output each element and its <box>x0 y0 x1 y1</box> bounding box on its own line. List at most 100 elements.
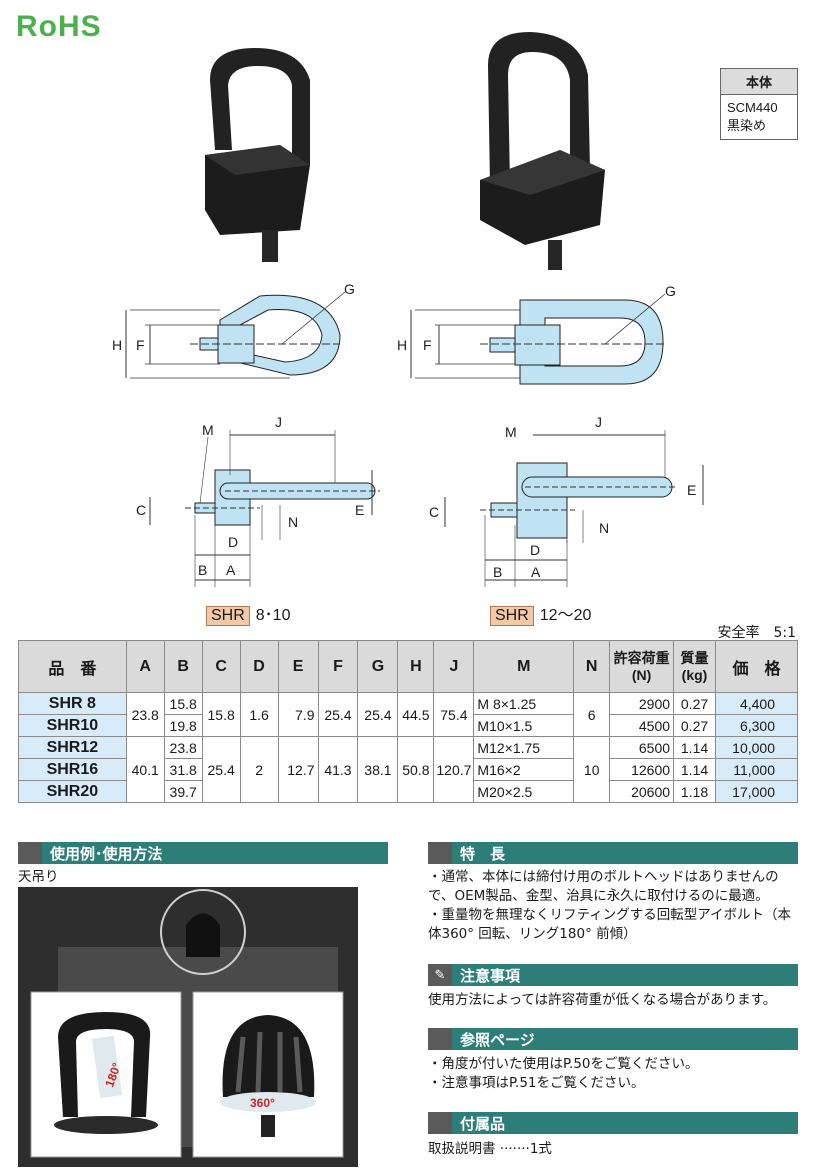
header-C: C <box>201 640 241 693</box>
cell-model: SHR20 <box>18 780 127 803</box>
cell-B: 31.8 <box>163 758 203 781</box>
material-line: 黒染め <box>727 118 767 133</box>
table-row: SHR20 39.7 M20×2.5 20600 1.18 17,000 <box>18 780 799 803</box>
cell-M: M 8×1.25 <box>473 692 575 715</box>
table-row: SHR10 19.8 M10×1.5 4500 0.27 6,300 <box>18 714 799 737</box>
accessories-text: 取扱説明書 ·······1式 <box>428 1141 552 1157</box>
cell-price: 6,300 <box>714 714 799 737</box>
section-stub <box>428 1112 452 1134</box>
cell-mass: 1.18 <box>673 780 716 803</box>
product-photo-large <box>480 32 605 270</box>
cell-load: 6500 <box>609 736 675 759</box>
list-item: ・通常、本体には締付け用のボルトヘッドはありませんので、OEM製品、金型、治具に… <box>428 869 779 904</box>
dim-label-B: B <box>493 564 502 580</box>
cell-H: 50.8 <box>397 736 435 803</box>
cell-price: 4,400 <box>714 692 799 715</box>
header-G: G <box>357 640 399 693</box>
dim-label-E: E <box>687 482 696 498</box>
section-stub <box>18 842 42 864</box>
model-tag: SHR <box>206 606 250 626</box>
table-row: SHR12 40.1 23.8 25.4 2 12.7 41.3 38.1 50… <box>18 736 799 803</box>
features-list: ・通常、本体には締付け用のボルトヘッドはありませんので、OEM製品、金型、治具に… <box>428 868 803 944</box>
header-N: N <box>573 640 611 693</box>
pen-icon: ✎ <box>428 964 452 986</box>
cell-J: 120.7 <box>433 736 475 803</box>
material-line: SCM440 <box>727 100 778 115</box>
spec-table: 品 番 A B C D E F G H J M N 許容荷重 (N) 質量 (k… <box>18 640 799 803</box>
caution-section-header: ✎ 注意事項 <box>428 964 798 986</box>
dim-label-C: C <box>136 502 146 518</box>
section-stub <box>428 842 452 864</box>
top-view-drawing-small: G H F <box>112 281 355 379</box>
header-D: D <box>239 640 279 693</box>
cell-M: M12×1.75 <box>473 736 575 759</box>
list-item: ・注意事項はP.51をご覧ください。 <box>428 1075 645 1091</box>
material-header: 本体 <box>721 69 797 95</box>
badge-360: 360° <box>250 1096 275 1110</box>
cell-load: 2900 <box>609 692 675 715</box>
usage-subtitle: 天吊り <box>18 869 59 885</box>
side-view-drawing-large: M J C E N D B A <box>429 414 704 587</box>
cell-B: 23.8 <box>163 736 203 759</box>
cell-H: 44.5 <box>397 692 435 737</box>
top-view-drawing-large: G H F <box>397 283 676 385</box>
cell-B: 15.8 <box>163 692 203 715</box>
dim-label-F: F <box>423 337 432 353</box>
usage-section-header: 使用例･使用方法 <box>18 842 388 864</box>
dim-label-J: J <box>275 414 282 430</box>
list-item: ・重量物を無理なくリフティングする回転型アイボルト（本体360° 回転、リング1… <box>428 907 792 942</box>
cell-B: 19.8 <box>163 714 203 737</box>
cell-D: 2 <box>239 736 279 803</box>
cell-G: 38.1 <box>357 736 399 803</box>
cell-mass: 1.14 <box>673 758 716 781</box>
cell-load: 12600 <box>609 758 675 781</box>
dim-label-M: M <box>202 422 214 438</box>
cell-mass: 1.14 <box>673 736 716 759</box>
cell-A: 40.1 <box>125 736 165 803</box>
dim-label-C: C <box>429 504 439 520</box>
reference-list: ・角度が付いた使用はP.50をご覧ください。 ・注意事項はP.51をご覧ください… <box>428 1055 803 1093</box>
dim-label-M: M <box>505 424 517 440</box>
features-title: 特 長 <box>460 844 506 863</box>
cell-model: SHR12 <box>18 736 127 759</box>
cell-C: 25.4 <box>201 736 241 803</box>
dim-label-D: D <box>530 542 540 558</box>
cell-M: M20×2.5 <box>473 780 575 803</box>
product-photo-small <box>205 48 310 262</box>
header-A: A <box>125 640 165 693</box>
header-model: 品 番 <box>18 640 127 693</box>
cell-A: 23.8 <box>125 692 165 737</box>
cell-load: 20600 <box>609 780 675 803</box>
cell-C: 15.8 <box>201 692 241 737</box>
cell-load: 4500 <box>609 714 675 737</box>
material-box: 本体 SCM440 黒染め <box>720 68 798 140</box>
cell-N: 6 <box>573 692 611 737</box>
cell-price: 17,000 <box>714 780 799 803</box>
header-E: E <box>277 640 319 693</box>
accessories-section-header: 付属品 <box>428 1112 798 1134</box>
header-load: 許容荷重 (N) <box>609 640 675 693</box>
header-J: J <box>433 640 475 693</box>
cell-J: 75.4 <box>433 692 475 737</box>
rohs-logo: RoHS <box>16 10 102 43</box>
caution-text: 使用方法によっては許容荷重が低くなる場合があります。 <box>428 992 777 1008</box>
accessories-title: 付属品 <box>460 1114 506 1133</box>
dim-label-G: G <box>344 281 355 297</box>
table-row: SHR 8 23.8 15.8 15.8 1.6 7.9 25.4 25.4 4… <box>18 692 799 737</box>
cell-model: SHR16 <box>18 758 127 781</box>
header-H: H <box>397 640 435 693</box>
cell-model: SHR 8 <box>18 692 127 715</box>
reference-section-header: 参照ページ <box>428 1028 798 1050</box>
header-M: M <box>473 640 575 693</box>
cell-E: 12.7 <box>277 736 319 803</box>
dim-label-A: A <box>531 564 541 580</box>
header-price: 価 格 <box>714 640 799 693</box>
dim-label-D: D <box>228 534 238 550</box>
reference-title: 参照ページ <box>460 1030 535 1049</box>
list-item: ・角度が付いた使用はP.50をご覧ください。 <box>428 1056 699 1072</box>
model-tag: SHR <box>490 606 534 626</box>
caution-title: 注意事項 <box>460 966 521 985</box>
cell-M: M16×2 <box>473 758 575 781</box>
cell-F: 41.3 <box>317 736 359 803</box>
